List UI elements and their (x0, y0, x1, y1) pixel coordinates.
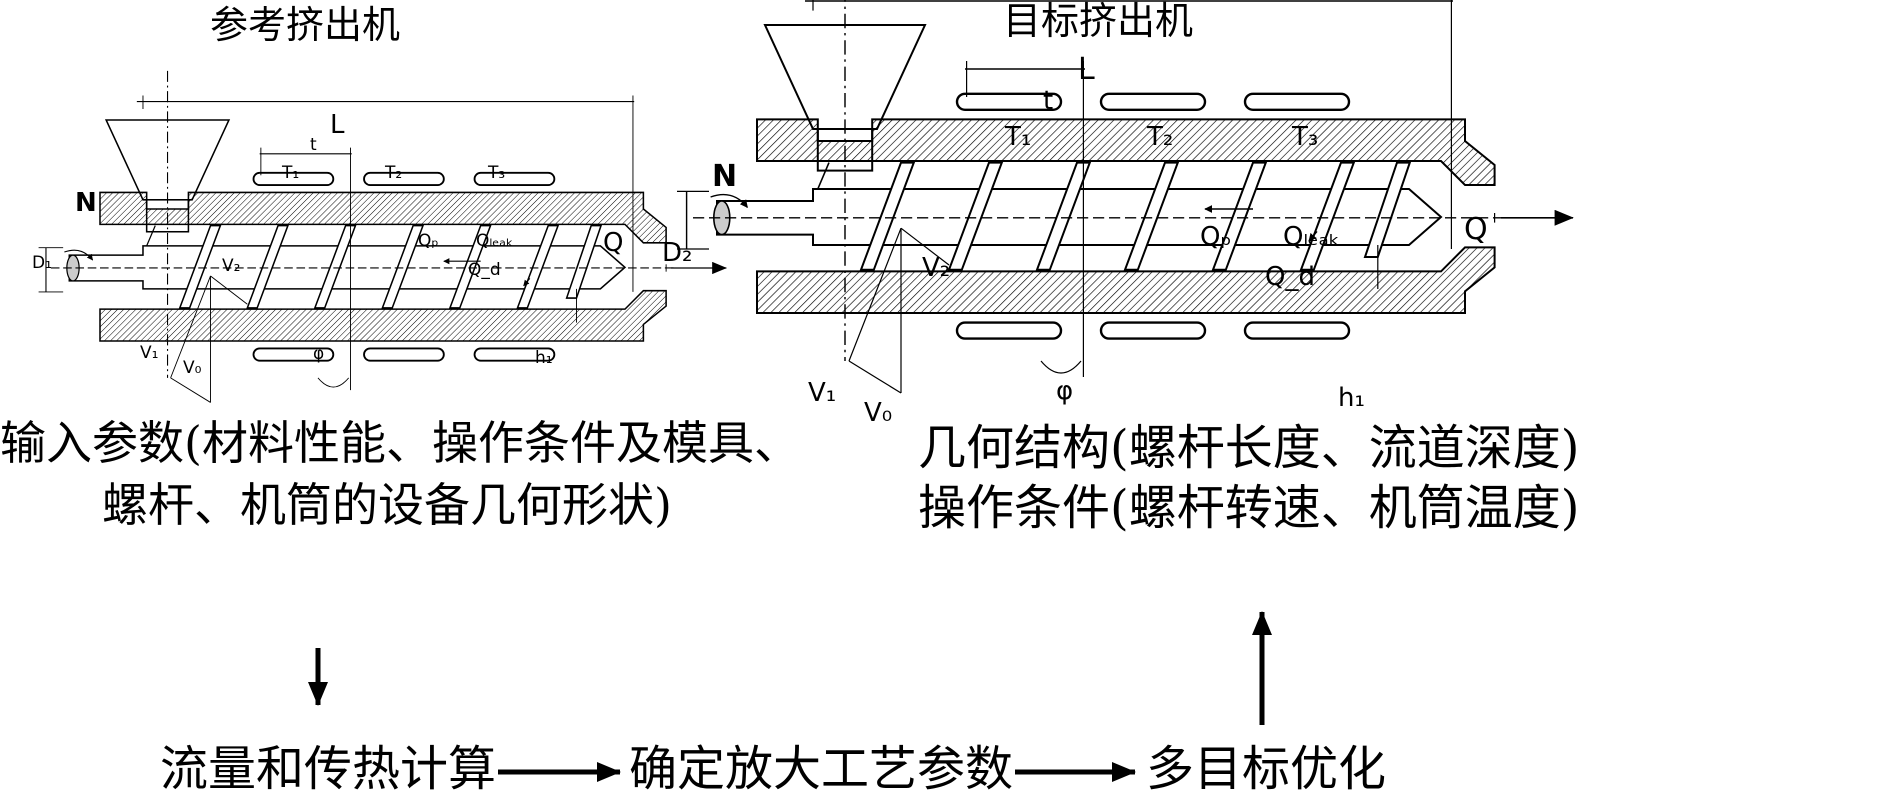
target-label-L: L (1078, 52, 1095, 87)
ref-label-L: L (330, 110, 345, 140)
flow-step-2: 确定放大工艺参数 (629, 741, 1014, 797)
target-label-T3: T₃ (1292, 122, 1319, 152)
target-extruder (677, 0, 1573, 393)
ref-label-D: D₁ (32, 253, 52, 273)
geometry-line1: 几何结构(螺杆长度、流道深度) (918, 420, 1580, 476)
target-label-t: t (1043, 86, 1054, 116)
ref-label-Qleak: Qₗₑₐₖ (476, 231, 514, 251)
ref-label-T3: T₃ (488, 163, 506, 183)
ref-label-N: N (75, 188, 97, 218)
geometry-line2: 操作条件(螺杆转速、机筒温度) (918, 480, 1580, 536)
target-label-T2: T₂ (1147, 122, 1174, 152)
target-label-Q: Q (1464, 212, 1488, 247)
target-label-Qp: Qₚ (1200, 222, 1232, 252)
flow-step-3: 多目标优化 (1146, 741, 1387, 797)
ref-label-T2: T₂ (385, 163, 403, 183)
input-params-line1: 输入参数(材料性能、操作条件及模具、 (0, 416, 800, 470)
target-label-V1: V₁ (808, 378, 837, 408)
target-label-T1: T₁ (1005, 122, 1032, 152)
ref-label-Qd: Q_d (468, 260, 501, 280)
target-label-V2: V₂ (922, 253, 951, 283)
target-label-h: h₁ (1338, 383, 1365, 413)
target-label-D: D₂ (662, 238, 693, 268)
ref-label-Qp: Qₚ (418, 231, 439, 251)
ref-label-phi: φ (313, 344, 325, 364)
ref-label-h: h₁ (535, 348, 553, 368)
target-label-phi: φ (1056, 376, 1074, 406)
reference-title: 参考挤出机 (210, 3, 401, 47)
target-label-V0: V₀ (864, 398, 893, 428)
target-title: 目标挤出机 (1003, 0, 1194, 43)
flow-step-1: 流量和传热计算 (160, 741, 497, 797)
target-label-N: N (712, 159, 738, 194)
target-label-Qleak: Qₗₑₐₖ (1283, 222, 1340, 252)
ref-label-V0: V₀ (183, 358, 202, 378)
ref-label-T1: T₁ (282, 163, 300, 183)
target-label-Qd: Q_d (1265, 262, 1315, 292)
ref-label-V2: V₂ (222, 256, 241, 276)
input-params-line2: 螺杆、机筒的设备几何形状) (102, 478, 672, 532)
ref-label-Q: Q (603, 228, 624, 258)
ref-label-V1: V₁ (140, 343, 159, 363)
ref-label-t: t (310, 135, 317, 155)
